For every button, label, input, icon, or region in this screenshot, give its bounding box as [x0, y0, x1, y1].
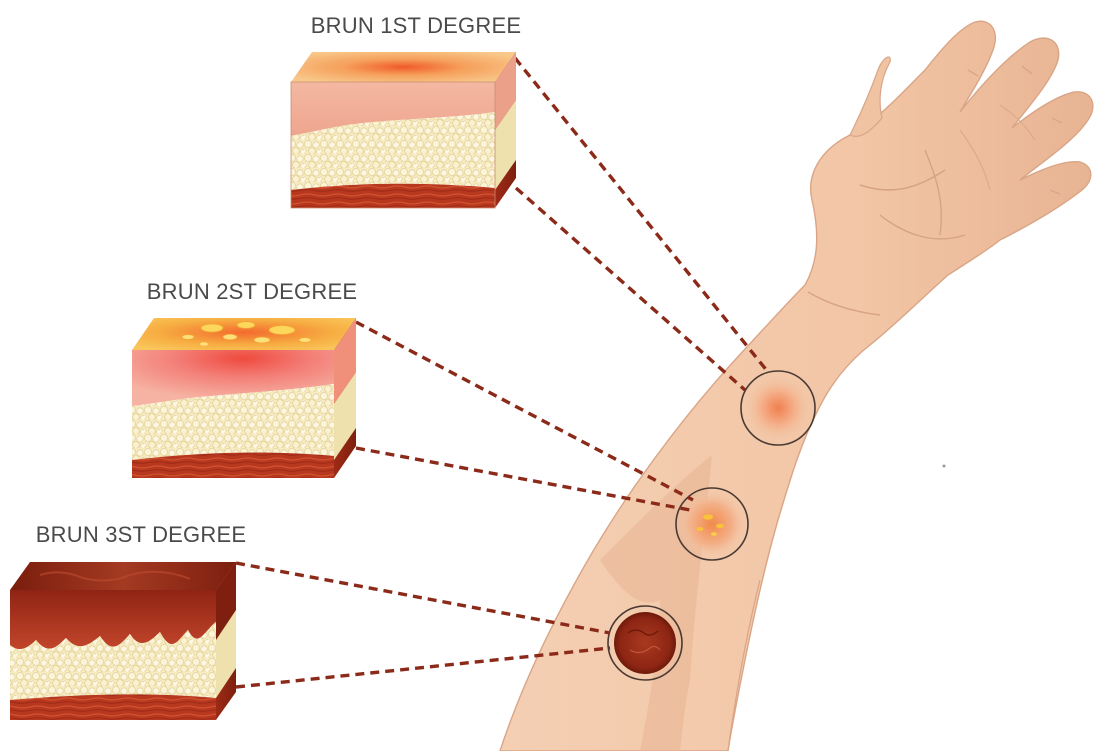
skin-section-first-degree — [291, 52, 516, 208]
first-degree-label: BRUN 1ST DEGREE — [311, 13, 521, 38]
burn-site-third-degree — [608, 606, 682, 680]
burn-site-second-degree — [676, 488, 748, 560]
skin-section-third-degree — [10, 562, 236, 720]
burn-site-first-degree — [741, 371, 815, 445]
third-degree-label: BRUN 3ST DEGREE — [36, 522, 246, 547]
second-degree-label: BRUN 2ST DEGREE — [147, 279, 357, 304]
speck — [943, 465, 946, 468]
skin-section-second-degree — [132, 318, 356, 478]
